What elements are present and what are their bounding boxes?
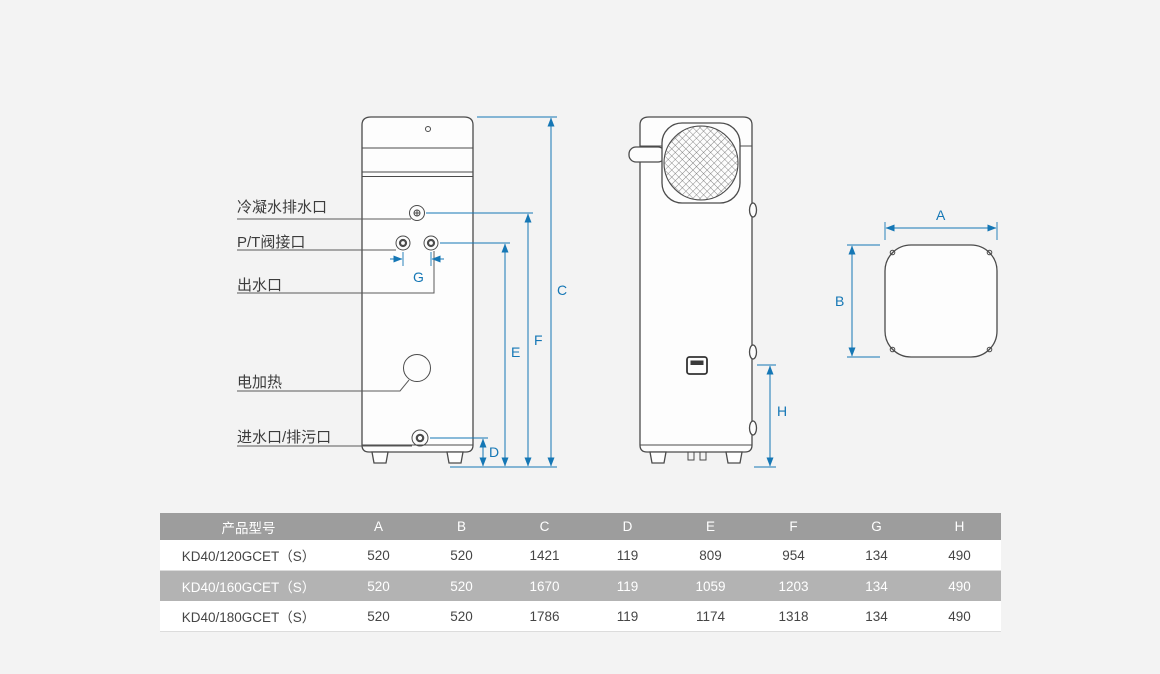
value-cell: 119	[616, 578, 639, 594]
dim-label-F: F	[534, 332, 543, 348]
header-cell: E	[669, 513, 752, 540]
value-cell: 490	[918, 601, 1001, 632]
table-row: KD40/120GCET（S） 520 520 1421 119 809 954…	[160, 540, 1001, 571]
model-cell: KD40/160GCET（S）	[181, 580, 316, 595]
value-cell: 1670	[529, 578, 560, 594]
foot	[446, 451, 464, 464]
dim-label-E: E	[511, 344, 520, 360]
header-cell: D	[586, 513, 669, 540]
value-cell: 134	[835, 601, 918, 632]
header-cell: G	[835, 513, 918, 540]
dim-label-B: B	[835, 293, 844, 309]
header-cell: B	[420, 513, 503, 540]
label-condensate-drain: 冷凝水排水口	[237, 199, 327, 216]
label-electric-heater: 电加热	[237, 374, 282, 391]
control-panel	[686, 356, 708, 375]
header-cell-model: 产品型号	[160, 513, 337, 540]
value-cell: 119	[586, 540, 669, 571]
value-cell: 520	[337, 540, 420, 571]
value-cell: 119	[586, 601, 669, 632]
table-header-row: 产品型号 A B C D E F G H	[160, 513, 1001, 540]
foot	[649, 451, 667, 464]
handle	[628, 146, 666, 163]
water-inlet-port-icon	[411, 429, 429, 447]
hinge-tab	[748, 420, 758, 436]
label-pt-valve: P/T阀接口	[237, 234, 305, 251]
value-cell: 490	[918, 540, 1001, 571]
table-row: KD40/160GCET（S） 520 520 1670 119 1059 12…	[160, 570, 1001, 601]
header-cell: A	[337, 513, 420, 540]
dim-label-C: C	[557, 282, 567, 298]
hinge-tab	[748, 202, 758, 218]
electric-heater-port-icon	[403, 354, 431, 382]
header-cell: F	[752, 513, 835, 540]
dimensions-side: H	[754, 364, 787, 468]
dim-label-A: A	[936, 207, 946, 223]
foot	[371, 451, 389, 464]
value-cell: 1174	[669, 601, 752, 632]
model-cell: KD40/120GCET（S）	[160, 540, 337, 571]
value-cell: 1059	[695, 578, 726, 594]
hinge-tab	[748, 344, 758, 360]
value-cell: 520	[420, 601, 503, 632]
dim-label-D: D	[489, 444, 499, 460]
spec-table: 产品型号 A B C D E F G H KD40/120GCET（S） 520…	[160, 513, 1001, 632]
value-cell: 490	[948, 578, 971, 594]
value-cell: 520	[450, 578, 473, 594]
dim-label-G: G	[413, 269, 424, 285]
value-cell: 1786	[503, 601, 586, 632]
side-view	[628, 116, 758, 464]
header-cell: C	[503, 513, 586, 540]
table-row: KD40/180GCET（S） 520 520 1786 119 1174 13…	[160, 601, 1001, 632]
value-cell: 520	[337, 601, 420, 632]
dim-label-H: H	[777, 403, 787, 419]
dimensions-front: C F E D G	[390, 116, 567, 468]
corner-mark	[889, 346, 896, 353]
port-callouts: 冷凝水排水口 P/T阀接口 出水口 电加热 进水口/排污口	[237, 199, 435, 447]
label-water-inlet-drain: 进水口/排污口	[237, 429, 331, 446]
top-view	[884, 244, 998, 358]
top-view-outline	[884, 244, 998, 358]
front-view	[361, 116, 474, 464]
model-cell: KD40/180GCET（S）	[160, 601, 337, 632]
value-cell: 520	[420, 540, 503, 571]
foot	[725, 451, 743, 464]
value-cell: 520	[367, 578, 390, 594]
value-cell: 1421	[503, 540, 586, 571]
corner-mark	[889, 249, 896, 256]
corner-mark	[986, 346, 993, 353]
corner-mark	[986, 249, 993, 256]
header-cell: H	[918, 513, 1001, 540]
value-cell: 134	[865, 578, 888, 594]
pt-valve-port-icon	[395, 235, 411, 251]
value-cell: 134	[835, 540, 918, 571]
dimensions-top: A B	[835, 207, 998, 358]
value-cell: 1203	[778, 578, 809, 594]
value-cell: 1318	[752, 601, 835, 632]
vent-hole-icon	[425, 126, 431, 132]
water-outlet-port-icon	[423, 235, 439, 251]
condensate-drain-port-icon	[409, 205, 425, 221]
value-cell: 809	[669, 540, 752, 571]
value-cell: 954	[752, 540, 835, 571]
label-water-outlet: 出水口	[237, 277, 282, 294]
